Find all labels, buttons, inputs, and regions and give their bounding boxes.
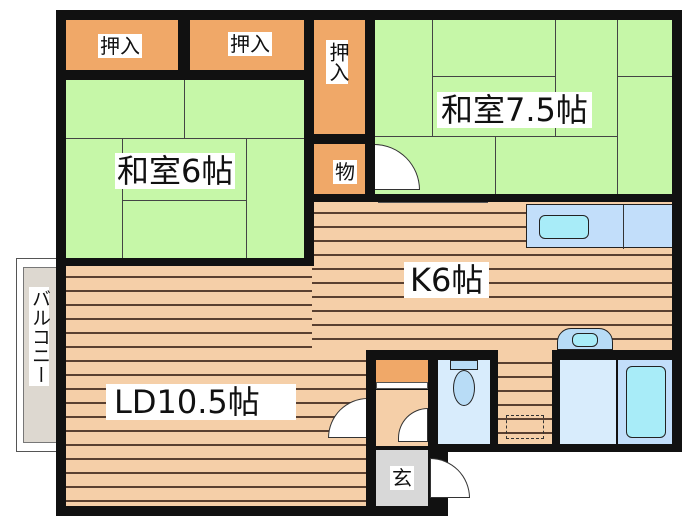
shoe-closet-door[interactable] [376, 382, 428, 389]
bathtub-icon [626, 366, 666, 438]
balcony: バルコニー [16, 258, 60, 452]
toilet-room [438, 360, 490, 444]
shoe-closet [376, 360, 428, 382]
washitsu-6-label: 和室6帖 [115, 152, 236, 190]
toilet-tank-icon [450, 360, 478, 370]
entrance-label: 玄 [390, 466, 414, 490]
washitsu-7-5-label: 和室7.5帖 [437, 92, 592, 128]
front-door[interactable] [430, 458, 470, 498]
storage-label: 物 [333, 160, 357, 184]
kitchen-label: K6帖 [404, 262, 490, 298]
washroom [560, 360, 616, 444]
laundry-area [498, 350, 552, 444]
washer-space-icon [506, 415, 544, 439]
bathroom [618, 360, 674, 444]
closet-1-label: 押入 [98, 34, 142, 58]
kitchen-counter [526, 204, 674, 249]
sink-icon [539, 215, 589, 239]
closet-3-label: 押入 [326, 40, 350, 84]
closet-2-label: 押入 [228, 32, 272, 56]
toilet-icon [453, 370, 475, 406]
balcony-label: バルコニー [29, 287, 51, 386]
ld-label: LD10.5帖 [106, 384, 296, 420]
washbasin-icon [557, 328, 613, 350]
